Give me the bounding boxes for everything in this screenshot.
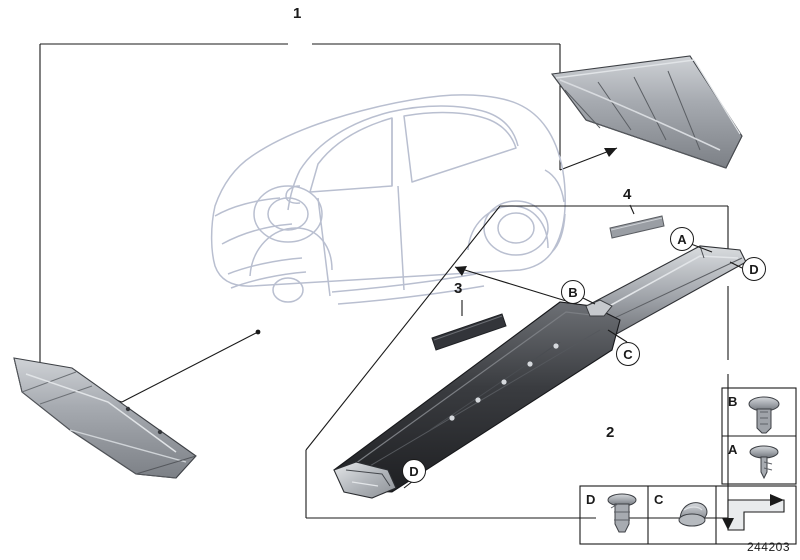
leader-rocker — [454, 266, 577, 305]
callout-4: 4 — [623, 186, 632, 203]
part-front-spoiler — [13, 357, 197, 479]
part-2-side-skirt — [333, 245, 747, 499]
legend-bottom-box — [579, 485, 797, 545]
legend-label-a: A — [728, 442, 738, 457]
legend-top-box — [721, 387, 797, 485]
ref-circle-a: A — [670, 227, 694, 251]
leader-front-dot — [255, 329, 261, 335]
part-3-trim-strip — [431, 313, 507, 351]
legend-icon-dome-nut — [678, 502, 708, 527]
callout-1-bracket — [39, 43, 561, 378]
part-rear-diffuser — [551, 55, 743, 169]
callout-2-bracket — [305, 205, 729, 519]
legend-label-d: D — [586, 492, 596, 507]
ref-circle-c: C — [616, 342, 640, 366]
leader-front — [121, 331, 259, 403]
legend-icon-direction-arrow — [722, 494, 785, 531]
leader-1-right-arrow — [604, 148, 617, 157]
car-outline — [210, 94, 566, 305]
legend-label-c: C — [654, 492, 664, 507]
callout-2: 2 — [606, 424, 615, 441]
part-4-trim-strip — [609, 215, 665, 239]
legend-label-b: B — [728, 394, 738, 409]
callout-3: 3 — [454, 280, 463, 297]
legend-icon-plastic-clip — [607, 493, 637, 533]
ref-circle-d-upper: D — [742, 257, 766, 281]
leader-rocker-arrow — [455, 266, 467, 276]
callout-1: 1 — [293, 5, 302, 22]
leader-4 — [629, 204, 635, 215]
legend-icon-expanding-rivet — [748, 396, 780, 434]
ref-circle-d-lower: D — [402, 459, 426, 483]
ref-circle-b: B — [561, 280, 585, 304]
diagram-part-number: 244203 — [746, 540, 790, 554]
legend-icon-screw-pin — [749, 445, 779, 480]
